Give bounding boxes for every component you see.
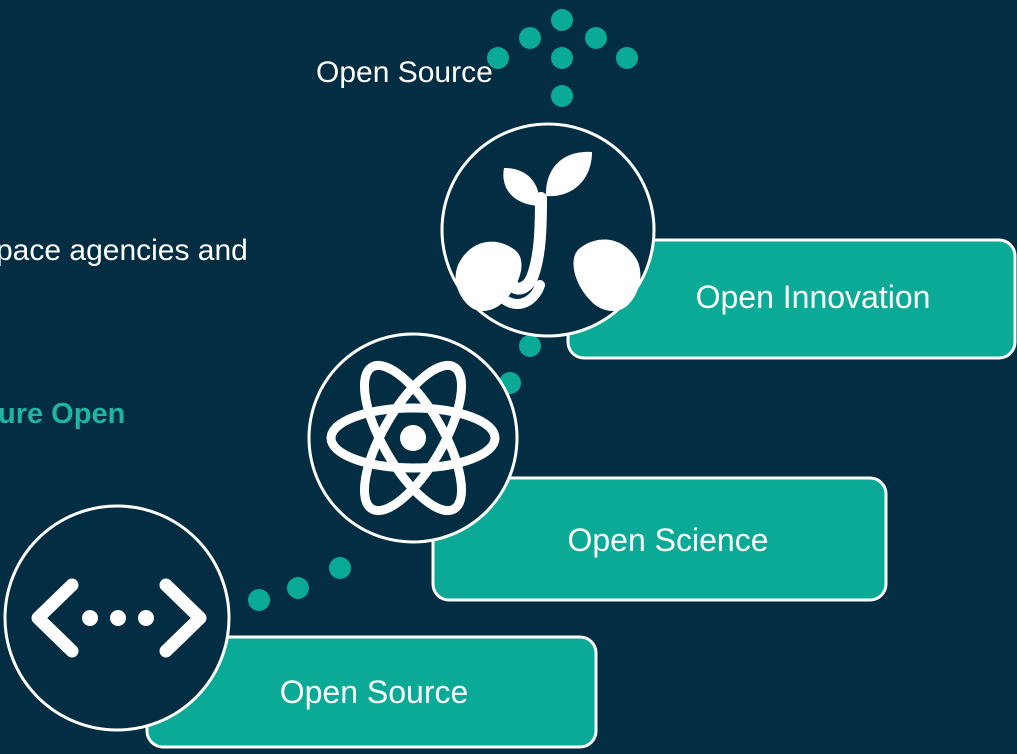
body-text-line-2: pace agencies and	[0, 234, 248, 267]
code-ellipsis-icon	[31, 578, 207, 658]
stage-open-source: Open Source	[3, 504, 598, 749]
stage-open-science-label: Open Science	[567, 522, 768, 558]
stage-open-science: Open Science	[307, 332, 888, 602]
highlight-text-line: ure Open	[0, 398, 126, 430]
stage-open-source-label: Open Source	[280, 674, 469, 710]
stage-open-innovation: Open Innovation	[440, 122, 1017, 360]
stage-open-innovation-label: Open Innovation	[696, 279, 931, 315]
body-text-line-1: Open Source	[316, 56, 493, 89]
sprout-icon	[455, 151, 641, 312]
dotted-connector	[248, 9, 638, 611]
atom-icon	[326, 360, 500, 516]
